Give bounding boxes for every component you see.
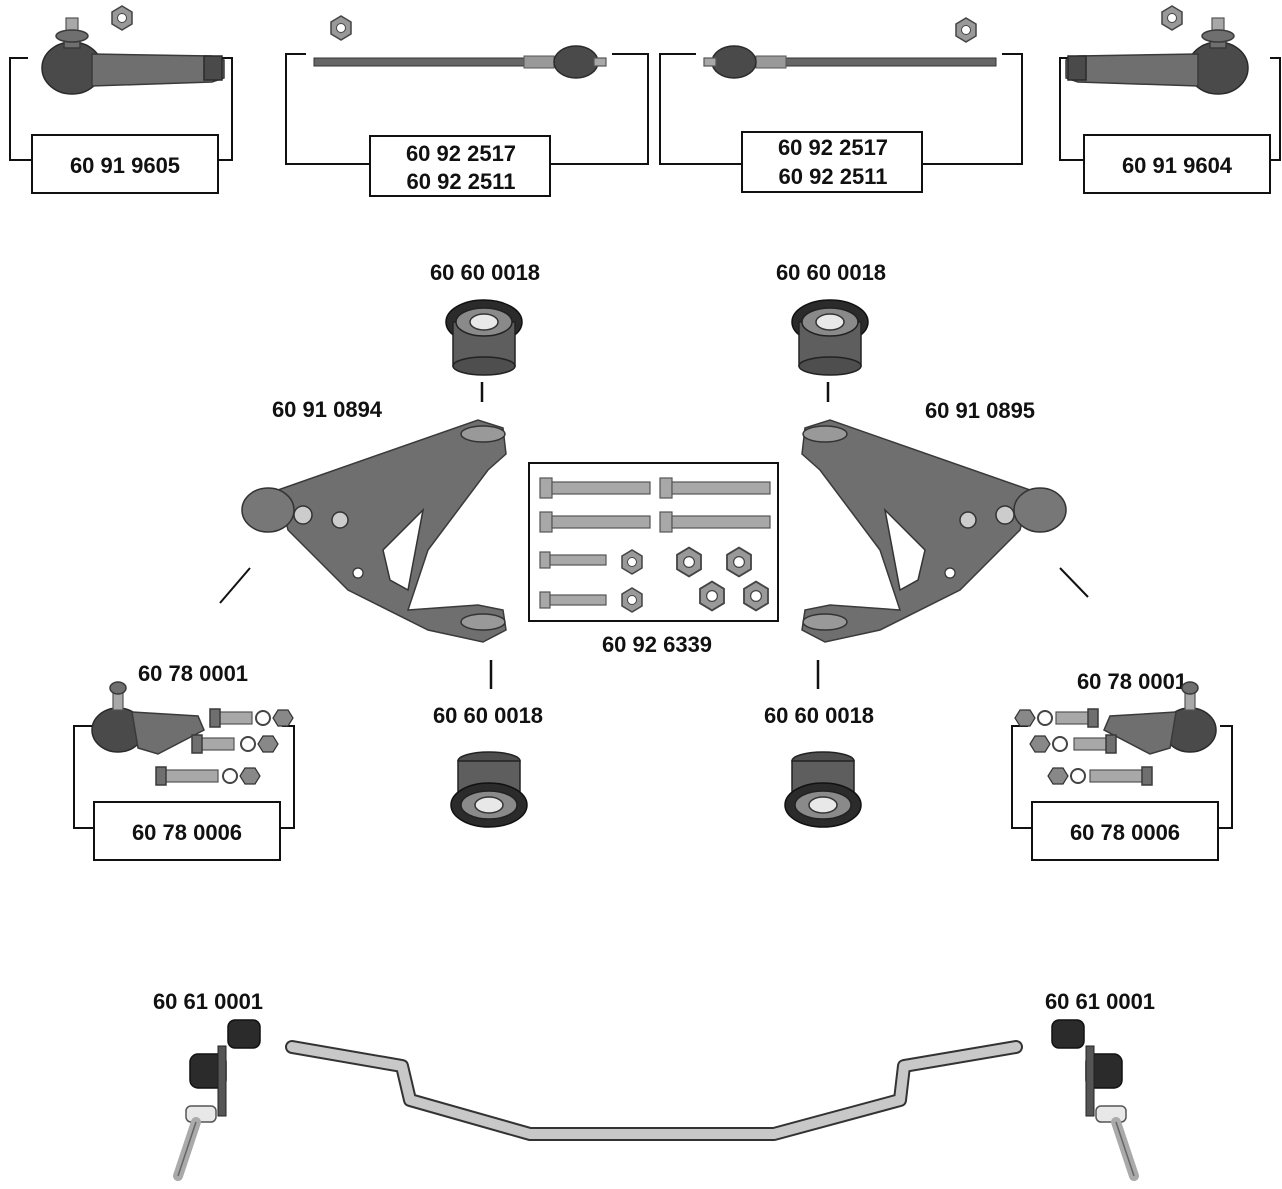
bushing-top-left-icon [445, 299, 523, 376]
axial-rod-left-icon [313, 45, 607, 79]
stabilizer-link-left-label: 60 61 0001 [153, 989, 263, 1014]
axial-rod-left-label-2: 60 92 2511 [407, 169, 516, 194]
bolt-kit-icon [539, 477, 771, 613]
axial-rod-left-label-1: 60 92 2517 [406, 141, 516, 166]
bushing-bottom-right-label: 60 60 0018 [764, 703, 874, 728]
nut-icon [330, 15, 352, 41]
tie-rod-end-right-icon [1065, 17, 1249, 95]
axial-rod-right-label-box [741, 131, 923, 193]
bushing-top-left-label: 60 60 0018 [430, 260, 540, 285]
tie-rod-end-left-label-box [31, 134, 219, 194]
control-arm-left-icon [241, 419, 507, 643]
stabilizer-bar-icon [285, 1040, 1023, 1141]
stabilizer-link-right-label: 60 61 0001 [1045, 989, 1155, 1014]
bushing-top-right-label: 60 60 0018 [776, 260, 886, 285]
bushing-bottom-left-icon [450, 751, 528, 828]
ball-joint-kit-left-label: 60 78 0006 [132, 820, 242, 845]
ball-joint-kit-right-label-box [1031, 801, 1219, 861]
nut-icon [111, 5, 133, 31]
control-arm-left-label: 60 91 0894 [272, 397, 383, 422]
bushing-bottom-left-label: 60 60 0018 [433, 703, 543, 728]
nut-icon [1161, 5, 1183, 31]
ball-joint-kit-right-label: 60 78 0006 [1070, 820, 1180, 845]
ball-joint-right-icon [1014, 681, 1217, 786]
bushing-top-right-icon [791, 299, 869, 376]
tie-rod-end-left-group: 60 91 9605 [9, 5, 233, 194]
stabilizer-link-right-icon [1052, 1020, 1134, 1176]
bushing-bottom-right-icon [784, 751, 862, 828]
control-arm-right-icon [801, 419, 1067, 643]
tie-rod-end-right-label: 60 91 9604 [1122, 153, 1233, 178]
axial-rod-left-label-box [369, 135, 551, 197]
axial-rod-right-group: 60 92 2517 60 92 2511 [659, 17, 1023, 193]
bolt-kit-label: 60 92 6339 [602, 632, 712, 657]
axial-rod-right-label-2: 60 92 2511 [779, 164, 888, 189]
axial-rod-left-group: 60 92 2517 60 92 2511 [285, 15, 649, 197]
bolt-kit-group: 60 92 6339 [528, 462, 779, 657]
ball-joint-left-label: 60 78 0001 [138, 661, 248, 686]
leader-line [1059, 567, 1089, 598]
tie-rod-end-left-label: 60 91 9605 [70, 153, 180, 178]
ball-joint-left-group: 60 78 0001 60 78 0006 [73, 661, 295, 861]
tie-rod-end-left-icon [41, 17, 225, 95]
control-arm-right-label: 60 91 0895 [925, 398, 1035, 423]
ball-joint-right-group: 60 78 0001 60 78 0006 [1011, 669, 1233, 861]
axial-rod-right-icon [703, 45, 997, 79]
tie-rod-end-right-label-box [1083, 134, 1271, 194]
stabilizer-link-left-icon [178, 1020, 260, 1176]
ball-joint-left-icon [91, 681, 294, 786]
axial-rod-right-label-1: 60 92 2517 [778, 135, 888, 160]
nut-icon [955, 17, 977, 43]
ball-joint-right-label: 60 78 0001 [1077, 669, 1187, 694]
tie-rod-end-right-group: 60 91 9604 [1059, 5, 1281, 194]
ball-joint-kit-left-label-box [93, 801, 281, 861]
leader-line [219, 567, 251, 604]
